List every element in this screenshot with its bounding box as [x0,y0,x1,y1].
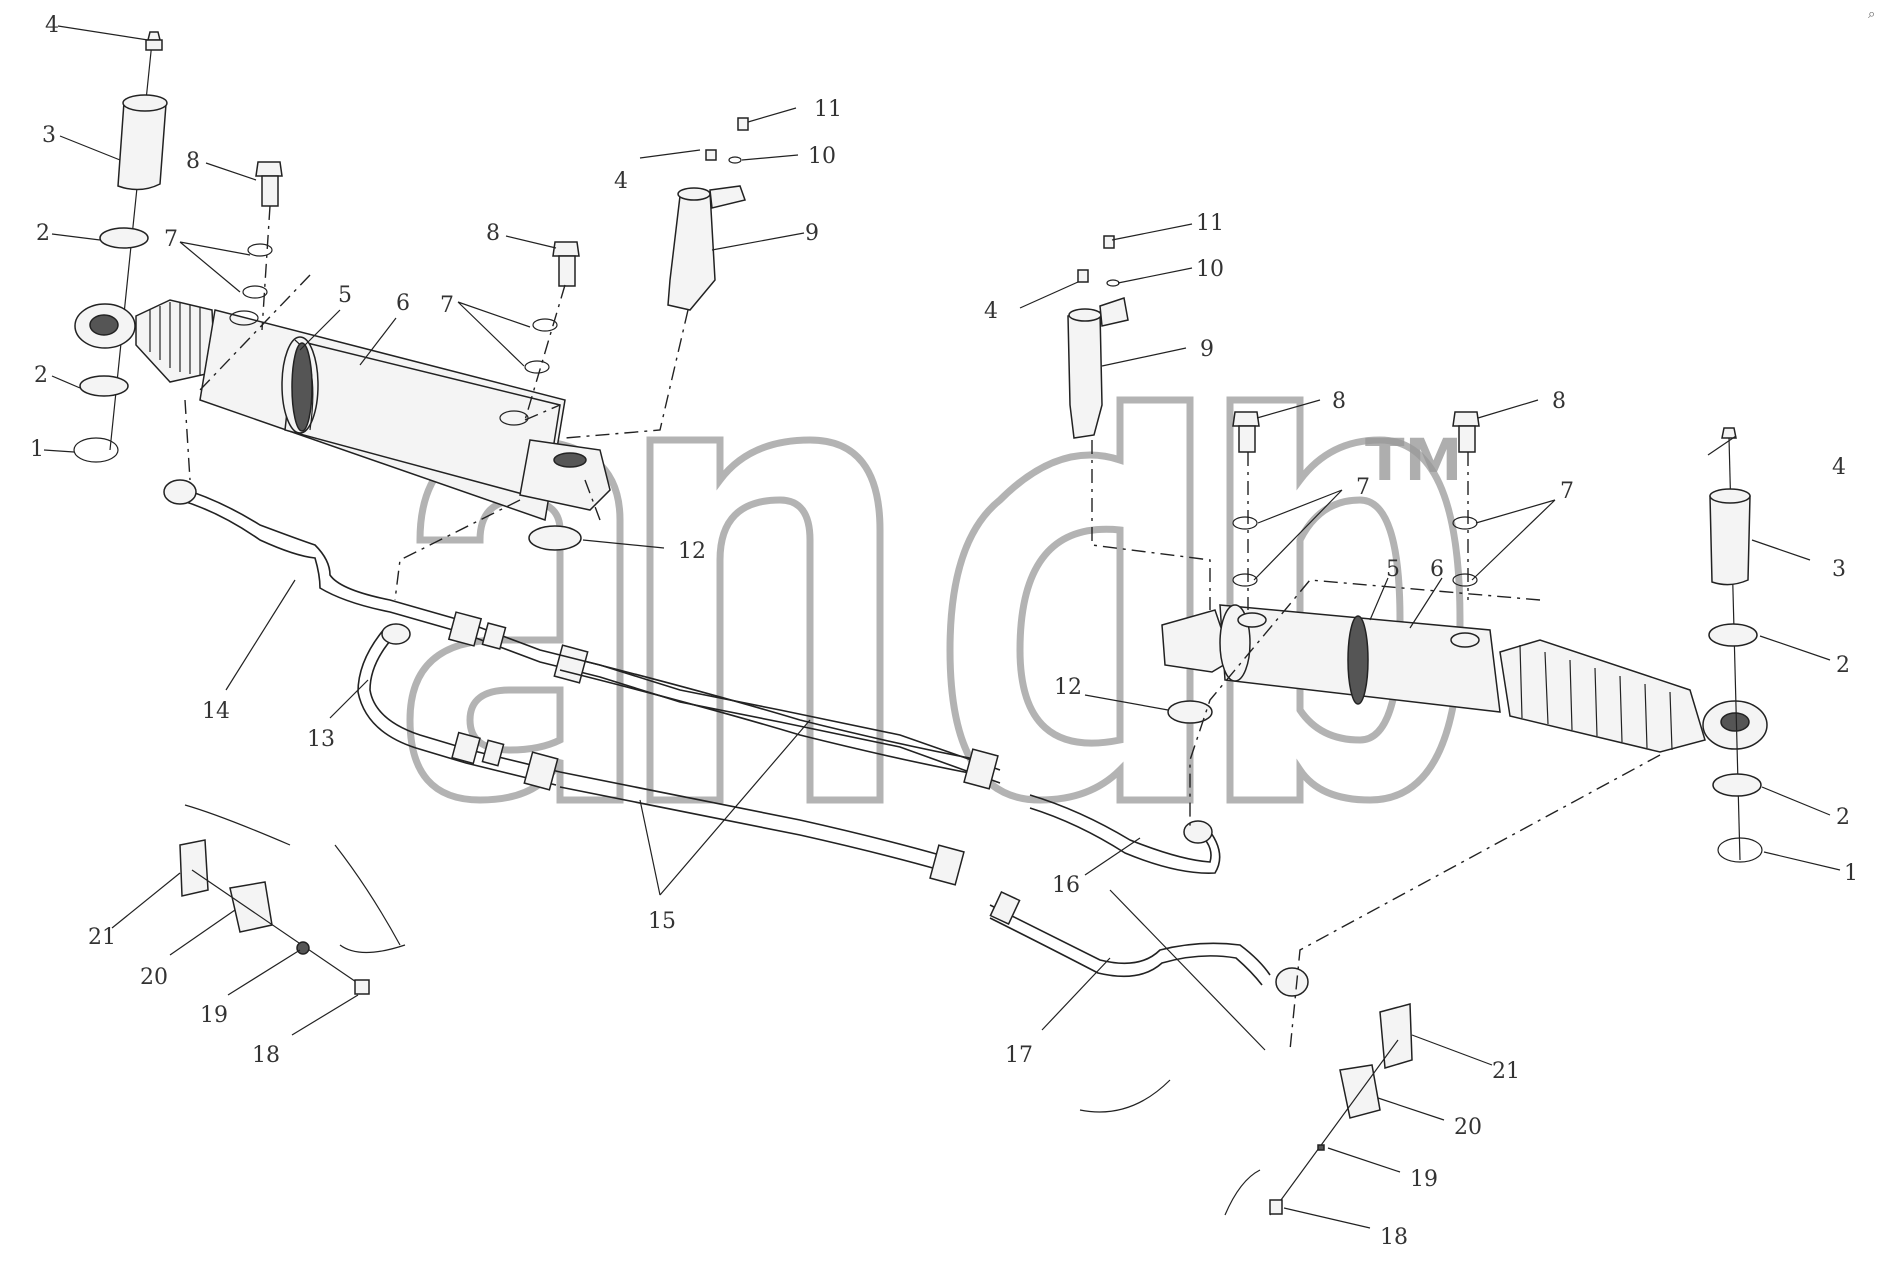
callout-label: 4 [984,299,998,324]
callout-label: 2 [36,221,50,246]
banjo-bolt-icon [1452,411,1480,427]
bushing-icon [79,375,129,397]
grease-fitting-icon [1721,427,1737,439]
callout-label: 11 [1196,211,1224,236]
wear-plate-icon [179,839,209,897]
bushing-icon [99,227,149,249]
bushing-icon [1712,773,1762,797]
callout-label: 19 [200,1003,228,1028]
callout-label: 11 [814,97,842,122]
callout-label: 5 [338,283,352,308]
callout-label: 2 [34,363,48,388]
callout-label: 13 [307,727,335,752]
callout-label: 6 [1430,557,1444,582]
mount-block-icon [519,439,611,511]
circlip-icon [73,437,119,463]
bushing-icon [1708,623,1758,647]
callout-label: 4 [614,169,628,194]
left-clip-group [179,804,1261,1216]
callout-label: 3 [1832,557,1846,582]
callout-label: 7 [1356,475,1370,500]
retainer-clip-icon [229,881,273,933]
watermark-logo: TM [406,396,1464,804]
callout-label: 8 [1552,389,1566,414]
wear-plate-icon [1379,1003,1413,1069]
callout-label: 10 [808,144,836,169]
bellows-icon [1499,639,1706,753]
callout-label: 6 [396,291,410,316]
callout-label: 10 [1196,257,1224,282]
banjo-bolt-icon [552,241,580,257]
callout-label: 18 [1380,1225,1408,1250]
callout-label: 5 [1386,557,1400,582]
callout-label: 7 [1560,479,1574,504]
callout-label: 20 [1454,1115,1482,1140]
callout-labels: 4 3 8 2 7 2 1 5 6 8 7 11 10 4 9 12 14 13… [30,13,1858,1250]
callout-label: 4 [1832,455,1846,480]
corner-mark: ⌕ [1868,7,1875,22]
callout-label: 8 [1332,389,1346,414]
pivot-pin-icon [117,97,167,191]
callout-label: 2 [1836,805,1850,830]
callout-label: 9 [805,221,819,246]
callout-label: 17 [1005,1043,1033,1068]
callout-label: 15 [648,909,676,934]
callout-label: 2 [1836,653,1850,678]
spacer-icon [528,525,582,551]
bellows-icon [135,299,216,383]
pin-icon [667,191,716,311]
callout-label: 3 [42,123,56,148]
pin-icon [1067,311,1103,439]
banjo-bolt-icon [255,161,283,177]
callout-label: 21 [88,925,116,950]
callout-label: 12 [678,539,706,564]
clamp-band-icon [291,342,313,432]
left-steering-cylinder-assembly [73,31,1309,997]
mount-block-icon [1161,609,1233,673]
callout-label: 8 [486,221,500,246]
callout-label: 14 [202,699,230,724]
circlip-icon [1717,837,1763,863]
callout-label: 4 [45,13,59,38]
callout-label: 16 [1052,873,1080,898]
callout-label: 19 [1410,1167,1438,1192]
callout-label: 1 [1844,861,1858,886]
callout-label: 12 [1054,675,1082,700]
grease-fitting-icon [147,31,161,41]
callout-label: 18 [252,1043,280,1068]
callout-label: 8 [186,149,200,174]
callout-label: 7 [440,293,454,318]
clamp-band-icon [1347,615,1369,705]
banjo-bolt-icon [1232,411,1260,427]
screw-icon [1269,1199,1283,1215]
right-steering-cylinder-assembly [1067,235,1768,1216]
screw-icon [354,979,370,995]
trademark-text: TM [1365,426,1462,494]
pivot-pin-icon [1709,491,1751,586]
callout-label: 9 [1200,337,1214,362]
callout-label: 7 [164,227,178,252]
callout-label: 20 [140,965,168,990]
callout-leaders [43,25,1841,1229]
callout-label: 21 [1492,1059,1520,1084]
spacer-icon [1167,700,1213,724]
callout-label: 1 [30,437,44,462]
